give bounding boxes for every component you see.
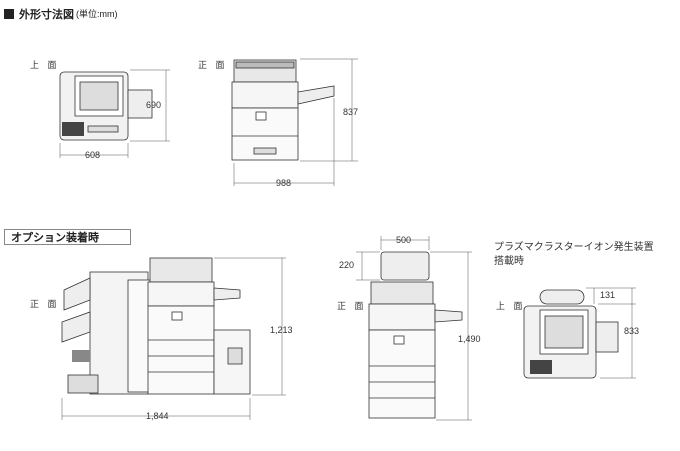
std-top-label: 上 面 [30,60,60,70]
square-bullet-icon [4,8,14,19]
std-front-label: 正 面 [198,60,228,70]
std-top-depth-dim: 690 [146,100,162,110]
opt-front-label: 正 面 [30,299,60,309]
opt-front-height-dim: 1,213 [270,325,293,335]
cluster-note-line2: 搭載時 [494,256,524,267]
cluster-plan-offset-dim: 131 [600,290,616,300]
option-section-title: オプション装着時 [4,229,131,245]
cluster-front-dims [356,236,472,421]
cluster-top-width-dim: 500 [396,235,412,245]
cluster-front-label: 正 面 [337,301,367,311]
cluster-front-height-dim: 1,490 [458,334,481,344]
std-front-view-machine [231,59,335,161]
std-front-width-dim: 988 [276,178,292,188]
std-front-dims [233,58,358,186]
cluster-plan-view-machine [523,289,619,379]
unit-label: (単位:mm) [76,9,118,19]
section-title: 外形寸法図 [19,8,74,21]
opt-front-view-machine [61,257,251,395]
std-front-height-dim: 837 [343,107,359,117]
opt-front-dims [61,257,286,420]
opt-front-width-dim: 1,844 [146,411,169,421]
section-header: 外形寸法図 (単位:mm) [4,6,118,21]
std-top-view-machine [59,71,153,141]
cluster-top-height-dim: 220 [339,260,355,270]
cluster-front-view-machine [368,251,463,419]
std-top-width-dim: 608 [85,150,101,160]
std-top-dims [59,69,170,158]
cluster-note-line1: プラズマクラスターイオン発生装置 [494,242,654,253]
cluster-plan-depth-dim: 833 [624,326,640,336]
cluster-plan-dims [586,287,636,379]
cluster-plan-label: 上 面 [496,301,526,311]
